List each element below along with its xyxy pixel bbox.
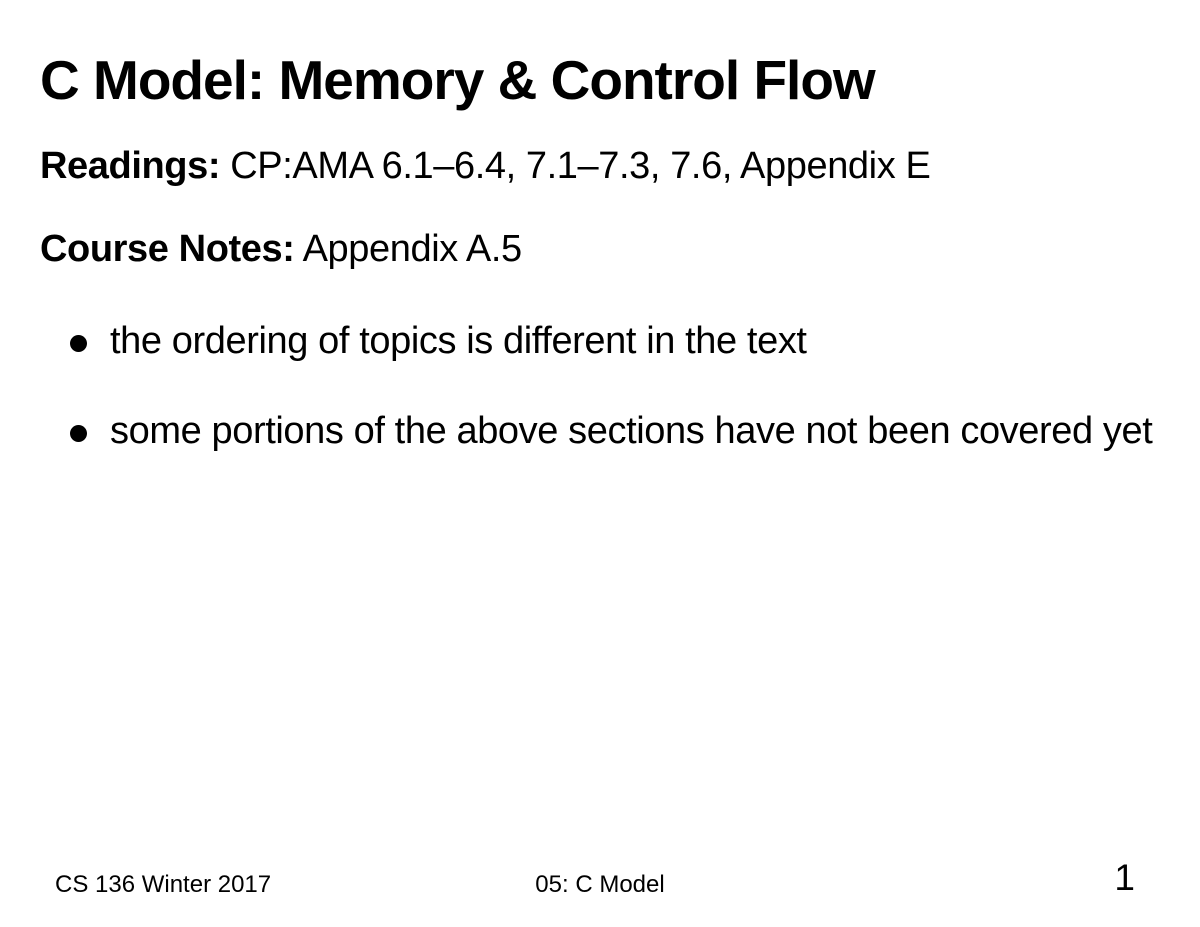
course-notes-text: Appendix A.5: [294, 228, 523, 270]
readings-label: Readings:: [40, 145, 221, 187]
bullet-icon: [70, 335, 87, 352]
bullet-item: some portions of the above sections have…: [110, 410, 1153, 452]
footer-page-number: 1: [1114, 857, 1135, 898]
bullet-item: the ordering of topics is different in t…: [110, 320, 807, 362]
readings-text: CP:AMA 6.1–6.4, 7.1–7.3, 7.6, Appendix E: [220, 145, 931, 187]
course-notes-line: Course Notes: Appendix A.5: [40, 230, 522, 268]
course-notes-label: Course Notes:: [40, 228, 295, 270]
readings-line: Readings: CP:AMA 6.1–6.4, 7.1–7.3, 7.6, …: [40, 145, 931, 187]
footer-course-code: CS 136 Winter 2017: [55, 871, 272, 898]
footer-lecture-title: 05: C Model: [535, 871, 665, 898]
slide-title: C Model: Memory & Control Flow: [40, 49, 876, 111]
bullet-icon: [70, 425, 87, 442]
